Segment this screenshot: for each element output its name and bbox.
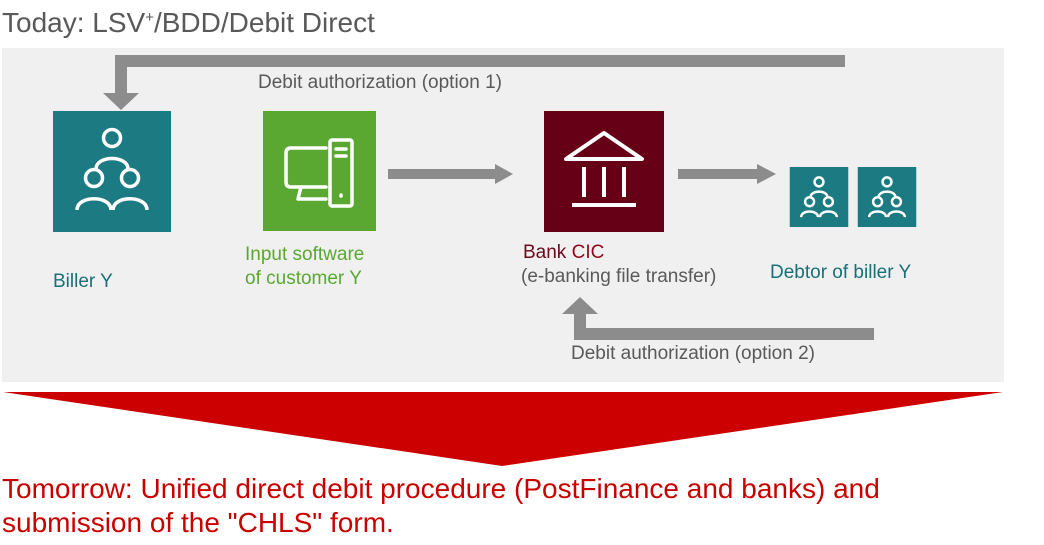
debtor-label: Debtor of biller Y bbox=[770, 262, 912, 283]
bank-sublabel: (e-banking file transfer) bbox=[521, 266, 717, 287]
computer-icon bbox=[263, 111, 376, 231]
people-group-icon bbox=[857, 167, 917, 227]
title-suffix: /BDD/Debit Direct bbox=[153, 7, 375, 38]
software-label: Input software of customer Y bbox=[245, 243, 364, 291]
people-group-icon bbox=[789, 167, 849, 227]
software-label-line2: of customer Y bbox=[245, 268, 362, 289]
arrow-option-1 bbox=[115, 55, 845, 95]
software-node bbox=[263, 111, 376, 231]
bank-building-icon bbox=[544, 111, 664, 232]
arrow-option-1-head bbox=[103, 93, 139, 110]
tomorrow-statement: Tomorrow: Unified direct debit procedure… bbox=[2, 472, 1032, 540]
debtor-node-1 bbox=[789, 167, 849, 227]
arrow-label-option-2: Debit authorization (option 2) bbox=[571, 343, 815, 364]
arrow-bank-to-debtor-head bbox=[757, 164, 776, 184]
biller-label: Biller Y bbox=[53, 271, 113, 292]
bank-label: Bank CIC bbox=[523, 241, 604, 265]
arrow-software-to-bank-head bbox=[495, 164, 513, 184]
arrow-software-to-bank-shaft bbox=[388, 169, 496, 179]
arrow-option-2-head bbox=[562, 297, 598, 314]
bank-label-strong: CIC bbox=[571, 242, 605, 263]
bank-node bbox=[544, 111, 664, 232]
arrow-option-2 bbox=[574, 312, 874, 340]
people-group-icon bbox=[53, 111, 171, 232]
transition-arrow bbox=[3, 392, 1003, 466]
biller-node bbox=[53, 111, 171, 232]
title-superscript: + bbox=[145, 9, 154, 26]
arrow-label-option-1: Debit authorization (option 1) bbox=[258, 72, 502, 93]
tomorrow-line-1: Tomorrow: Unified direct debit procedure… bbox=[2, 473, 880, 504]
debtor-node-2 bbox=[857, 167, 917, 227]
bank-label-prefix: Bank bbox=[523, 242, 572, 263]
tomorrow-line-2: submission of the "CHLS" form. bbox=[2, 507, 394, 538]
diagram-title: Today: LSV+/BDD/Debit Direct bbox=[2, 0, 375, 41]
arrow-bank-to-debtor-shaft bbox=[678, 169, 758, 179]
title-prefix: Today: LSV bbox=[2, 7, 146, 38]
software-label-line1: Input software bbox=[245, 244, 365, 265]
